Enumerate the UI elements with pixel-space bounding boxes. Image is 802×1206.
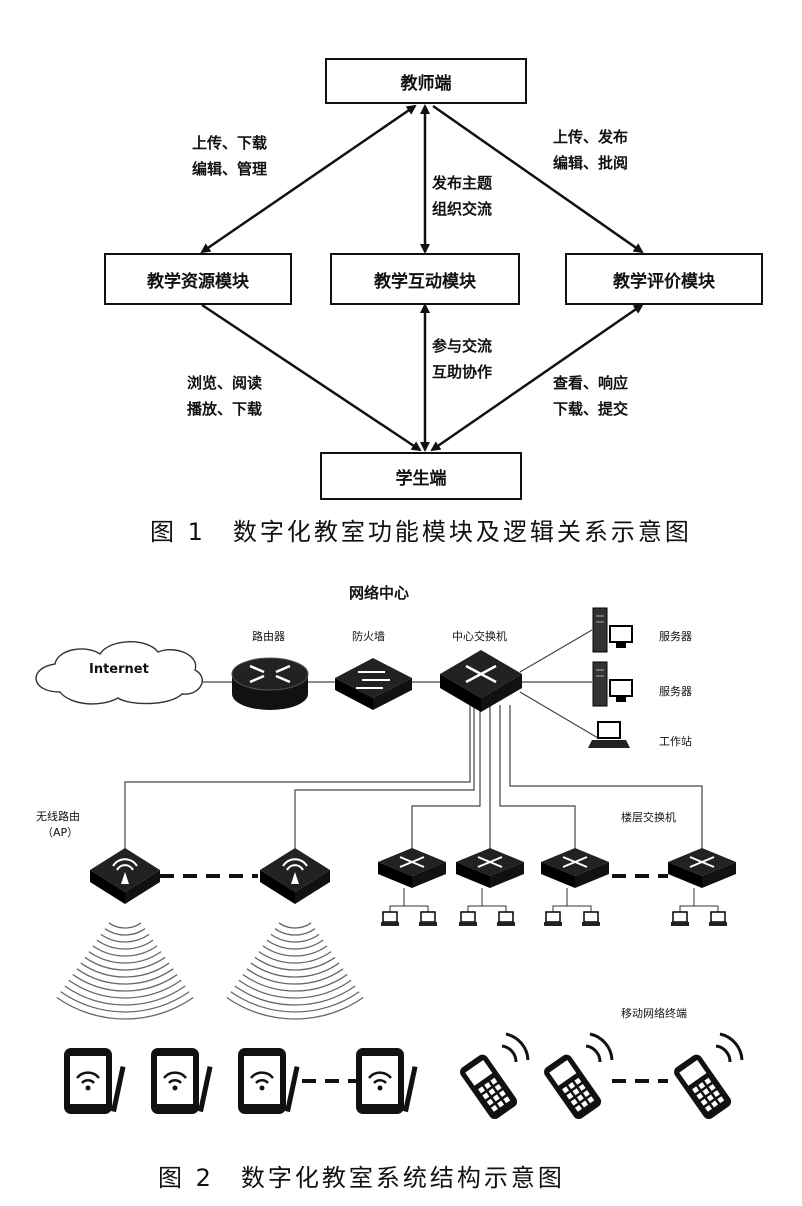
router-label: 路由器 <box>252 630 285 643</box>
core-switch-label: 中心交换机 <box>452 630 507 643</box>
firewall-icon <box>335 658 412 710</box>
link-core-ap1 <box>124 705 471 850</box>
arrow-student-eval <box>430 303 644 452</box>
pc-icon <box>544 911 562 926</box>
floor-switch-icon <box>378 848 446 926</box>
core-switch-icon <box>440 650 522 712</box>
arrow-resource-student <box>201 303 422 452</box>
wireless-waves-1 <box>56 922 194 1020</box>
pc-icon <box>582 911 600 926</box>
internet-label: Internet <box>89 662 149 677</box>
pc-icon <box>709 911 727 926</box>
mobile-terminal-label: 移动网络终端 <box>621 1007 687 1020</box>
ap-icon-1 <box>90 848 160 904</box>
eval-module-box: 教学评价模块 <box>565 253 763 305</box>
ap-icon-2 <box>260 848 330 904</box>
floor-switch-icon <box>668 848 736 926</box>
figure1-caption: 图 1 数字化教室功能模块及逻辑关系示意图 <box>150 518 692 546</box>
pc-icon <box>459 911 477 926</box>
phone-icon <box>544 1032 614 1120</box>
resource-module-box: 教学资源模块 <box>104 253 292 305</box>
ap-label: 无线路由（AP） <box>36 810 80 839</box>
phone-icon <box>674 1032 744 1120</box>
floor-switches <box>378 848 736 926</box>
tablets <box>64 1048 418 1114</box>
interact-module-box: 教学互动模块 <box>330 253 520 305</box>
tablet-icon <box>151 1048 213 1114</box>
arrow-teacher-eval <box>432 104 644 254</box>
label-resource-student: 浏览、阅读播放、下载 <box>187 374 263 418</box>
internet-cloud <box>35 641 203 705</box>
label-interact-student: 参与交流互助协作 <box>432 337 493 381</box>
arrow-teacher-resource <box>200 104 417 254</box>
pc-icon <box>381 911 399 926</box>
floor-switch-label: 楼层交换机 <box>621 811 676 824</box>
floor-switch-icon <box>456 848 524 926</box>
router-icon <box>231 657 309 710</box>
pc-icon <box>419 911 437 926</box>
fig2-links <box>124 629 703 852</box>
server-icon <box>592 607 633 653</box>
wireless-waves-2 <box>226 922 364 1020</box>
link-core-ap2 <box>294 705 475 850</box>
server-label-2: 服务器 <box>659 685 692 698</box>
figure2-caption: 图 2 数字化教室系统结构示意图 <box>158 1164 565 1192</box>
label-teacher-interact: 发布主题组织交流 <box>432 174 493 218</box>
label-teacher-resource: 上传、下载编辑、管理 <box>192 134 268 178</box>
firewall-label: 防火墙 <box>352 630 385 643</box>
server-label-1: 服务器 <box>659 630 692 643</box>
link-core-server1 <box>519 629 593 673</box>
network-center-title: 网络中心 <box>349 584 410 602</box>
fig2-dashed-links <box>160 874 668 1083</box>
phones <box>460 1032 744 1120</box>
label-teacher-eval: 上传、发布编辑、批阅 <box>553 128 629 172</box>
link-core-fs1 <box>411 705 481 852</box>
tablet-icon <box>356 1048 418 1114</box>
link-core-workstation <box>519 691 599 739</box>
link-core-fs4 <box>509 705 703 852</box>
fig1-arrows <box>200 104 644 452</box>
floor-switch-icon <box>541 848 609 926</box>
pc-icon <box>671 911 689 926</box>
pc-icon <box>497 911 515 926</box>
workstation-label: 工作站 <box>659 735 692 748</box>
teacher-box: 教师端 <box>325 58 527 104</box>
tablet-icon <box>64 1048 126 1114</box>
workstation-icon <box>588 721 630 748</box>
server-icon-2 <box>592 661 633 707</box>
student-box: 学生端 <box>320 452 522 500</box>
phone-icon <box>460 1032 530 1120</box>
tablet-icon <box>238 1048 300 1114</box>
link-core-fs3 <box>499 705 576 852</box>
label-student-eval: 查看、响应下载、提交 <box>553 374 629 418</box>
